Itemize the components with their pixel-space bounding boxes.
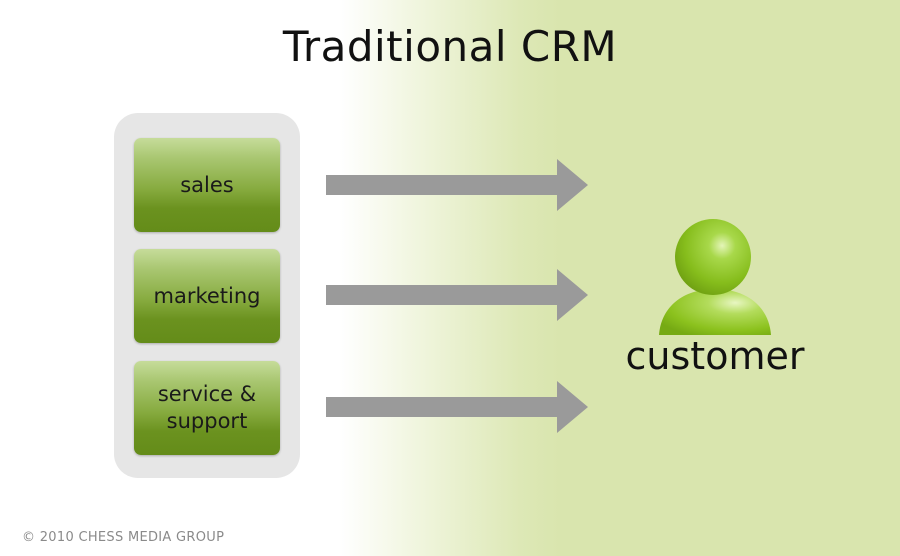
arrow-shape (326, 381, 588, 433)
department-box-service-support: service & support (134, 361, 280, 455)
copyright-notice: © 2010 CHESS MEDIA GROUP (22, 530, 225, 545)
department-box-sales: sales (134, 138, 280, 232)
arrow-shape (326, 159, 588, 211)
person-head (675, 219, 751, 295)
person-body (659, 289, 771, 335)
arrow-shape (326, 269, 588, 321)
arrow-marketing-to-customer (326, 269, 588, 321)
department-label: marketing (153, 283, 261, 308)
person-icon (659, 219, 771, 335)
customer-label: customer (625, 334, 805, 378)
arrow-sales-to-customer (326, 159, 588, 211)
department-label: service & support (157, 382, 257, 433)
department-label: sales (180, 172, 234, 197)
department-box-marketing: marketing (134, 249, 280, 343)
arrow-service-to-customer (326, 381, 588, 433)
slide-title: Traditional CRM (282, 22, 618, 71)
